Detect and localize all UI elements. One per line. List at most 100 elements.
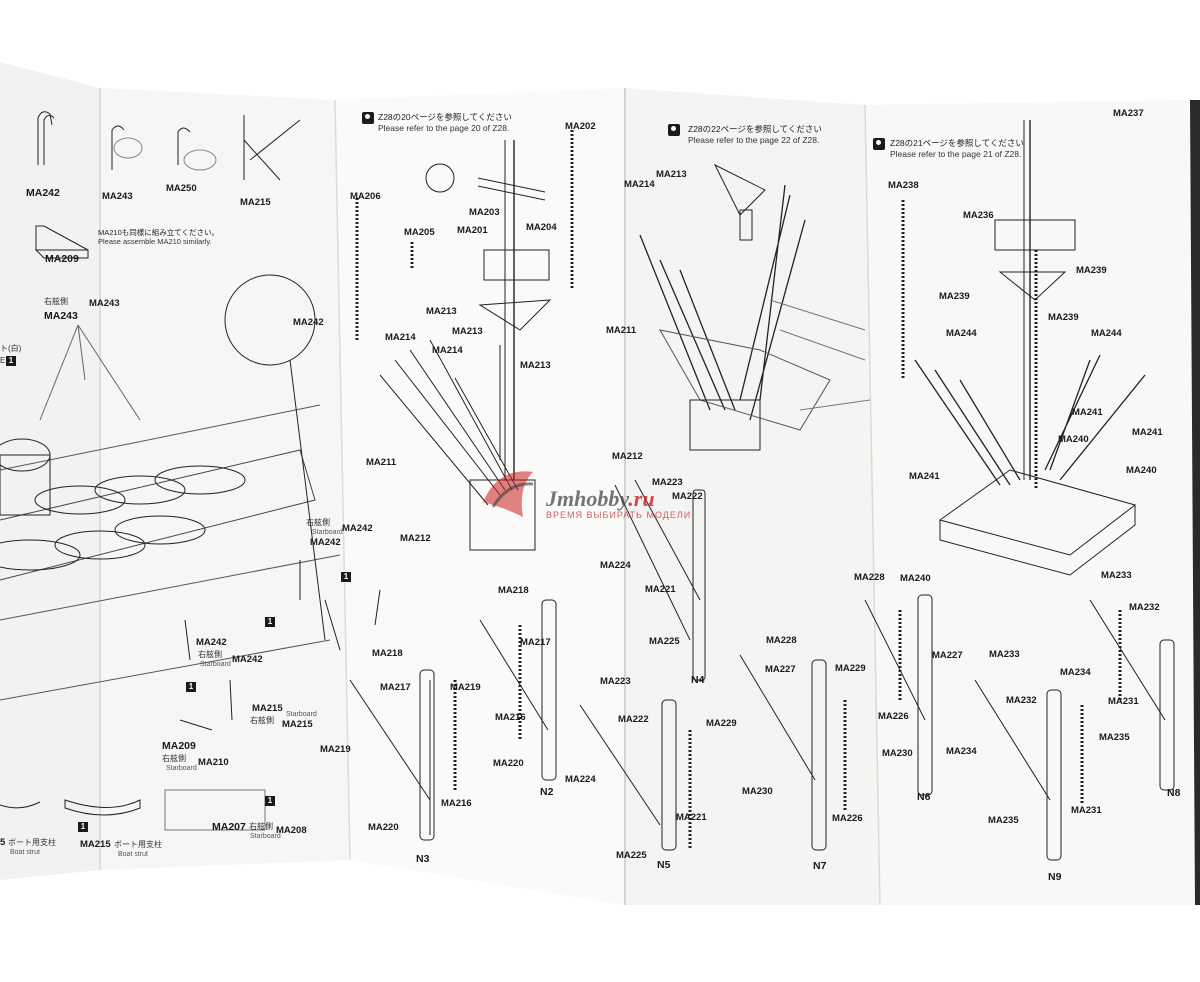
part-label: MA239 [1076, 265, 1107, 276]
part-label: MA232 [1006, 695, 1037, 706]
starboard-label-ja: 右舷側 [162, 754, 186, 763]
part-label: MA205 [404, 227, 435, 238]
mast-label: N6 [917, 791, 931, 803]
part-label: MA234 [1060, 667, 1091, 678]
part-label: MA227 [932, 650, 963, 661]
part-label: MA215 [252, 703, 283, 714]
starboard-label-en: Starboard [166, 765, 197, 772]
part-label: MA233 [1101, 570, 1132, 581]
starboard-label-en: Starboard [312, 529, 343, 536]
part-label: MA241 [1132, 427, 1163, 438]
part-label: MA242 [26, 187, 60, 199]
mast-label: N4 [691, 674, 705, 686]
part-label: MA231 [1108, 696, 1139, 707]
part-label: MA222 [618, 714, 649, 725]
reference-note-icon [668, 124, 680, 136]
watermark-text: Jmhobby.ru [546, 486, 655, 511]
part-label: MA239 [939, 291, 970, 302]
part-label: MA238 [888, 180, 919, 191]
part-label: MA213 [426, 306, 457, 317]
step-number-badge: 1 [78, 822, 88, 832]
part-label: MA235 [1099, 732, 1130, 743]
part-label: MA236 [963, 210, 994, 221]
mast-label: N7 [813, 860, 827, 872]
part-label: MA217 [520, 637, 551, 648]
part-label: MA225 [649, 636, 680, 647]
part-label: MA211 [366, 457, 397, 468]
part-label: MA209 [162, 740, 196, 752]
part-label: MA243 [44, 310, 78, 322]
starboard-label-ja: 右舷側 [249, 822, 273, 831]
part-label: MA207 [212, 821, 246, 833]
step-number-badge: 1 [186, 682, 196, 692]
mast-label: N3 [416, 853, 430, 865]
part-label: MA242 [232, 654, 263, 665]
part-label: MA214 [432, 345, 463, 356]
step-number-badge: 1 [265, 617, 275, 627]
note-mast-aft: Z28の21ページを参照してください Please refer to the p… [890, 138, 1024, 159]
part-label: MA222 [672, 491, 703, 502]
part-label: MA214 [624, 179, 655, 190]
part-label: MA214 [385, 332, 416, 343]
part-label: MA226 [832, 813, 863, 824]
part-label: MA218 [372, 648, 403, 659]
boat-strut-label-en: Boat strut [118, 851, 148, 858]
boat-strut-label-ja: ボート用支柱 [114, 840, 162, 849]
part-label: MA243 [89, 298, 120, 309]
part-label: MA234 [946, 746, 977, 757]
part-label: MA210 [198, 757, 229, 768]
part-label: MA237 [1113, 108, 1144, 119]
part-label: MA233 [989, 649, 1020, 660]
part-label: MA244 [946, 328, 977, 339]
part-label: MA242 [293, 317, 324, 328]
part-label: MA226 [878, 711, 909, 722]
part-label: MA213 [520, 360, 551, 371]
note-ma210: MA210も同様に組み立てください。 Please assemble MA210… [98, 228, 220, 247]
part-label: MA215 [240, 197, 271, 208]
starboard-label-ja: 右舷側 [198, 650, 222, 659]
part-label: MA203 [469, 207, 500, 218]
label-fragment: E [0, 356, 6, 365]
starboard-label-en: Starboard [200, 661, 231, 668]
part-label: MA250 [166, 183, 197, 194]
part-label: MA201 [457, 225, 488, 236]
part-label: MA223 [652, 477, 683, 488]
part-label: MA224 [565, 774, 596, 785]
panel-center-left [335, 88, 625, 905]
part-label: MA218 [498, 585, 529, 596]
part-label: MA216 [441, 798, 472, 809]
starboard-label-en: Starboard [286, 711, 317, 718]
label-fragment: ト(白) [0, 344, 22, 353]
part-label: MA242 [342, 523, 373, 534]
part-label: MA212 [400, 533, 431, 544]
part-label: MA231 [1071, 805, 1102, 816]
note-mast-fore: Z28の20ページを参照してください Please refer to the p… [378, 112, 512, 133]
part-label: MA221 [645, 584, 676, 595]
boat-strut-label-en: Boat strut [10, 849, 40, 856]
part-label: MA206 [350, 191, 381, 202]
starboard-label-ja: 右舷側 [306, 518, 330, 527]
starboard-label-ja: 右舷側 [250, 716, 274, 725]
watermark-logo [483, 471, 534, 517]
part-label: MA241 [1072, 407, 1103, 418]
mast-label: N8 [1167, 787, 1181, 799]
part-label: MA213 [656, 169, 687, 180]
part-label: MA229 [706, 718, 737, 729]
part-label: MA230 [742, 786, 773, 797]
panel-right [865, 100, 1200, 905]
part-label: MA204 [526, 222, 557, 233]
mast-label: N2 [540, 786, 554, 798]
part-label: MA240 [900, 573, 931, 584]
drawing-lines [0, 111, 1175, 861]
part-label: MA228 [766, 635, 797, 646]
part-label: MA217 [380, 682, 411, 693]
part-label: MA212 [612, 451, 643, 462]
part-label: MA232 [1129, 602, 1160, 613]
part-label: MA211 [606, 325, 637, 336]
step-number-badge: 1 [341, 572, 351, 582]
part-label: MA242 [310, 537, 341, 548]
part-label: MA225 [616, 850, 647, 861]
part-label: MA216 [495, 712, 526, 723]
